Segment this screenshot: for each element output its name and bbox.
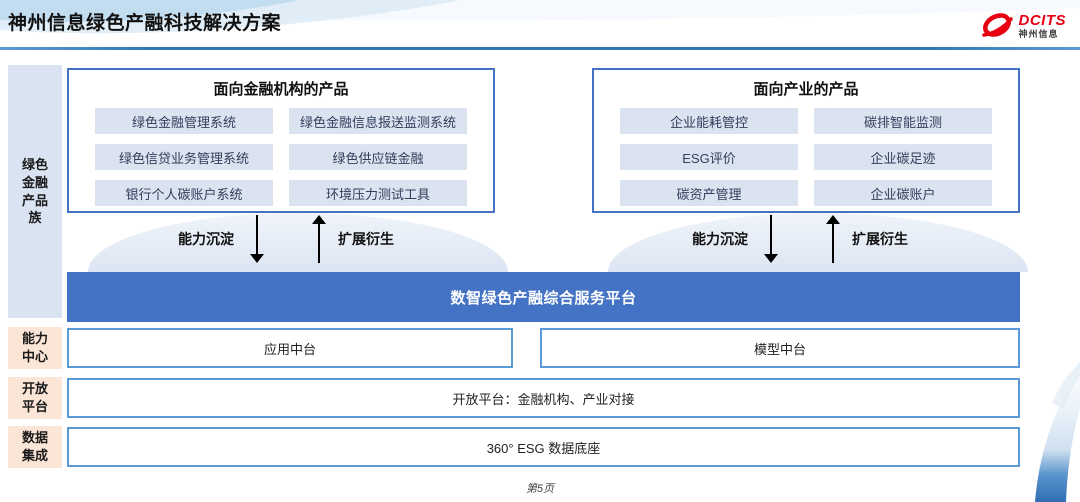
product-chip: 绿色金融信息报送监测系统 bbox=[289, 108, 467, 134]
up-arrow-icon bbox=[826, 215, 840, 263]
product-chip: 银行个人碳账户系统 bbox=[95, 180, 273, 206]
title-divider bbox=[0, 47, 1080, 50]
box-model-middle-platform: 模型中台 bbox=[540, 328, 1020, 368]
product-chip: 绿色供应链金融 bbox=[289, 144, 467, 170]
rail-label-capability-center: 能力 中心 bbox=[8, 327, 62, 369]
up-arrow-icon bbox=[312, 215, 326, 263]
arrow-down-label: 能力沉淀 bbox=[692, 231, 748, 247]
product-box-financial-grid: 绿色金融管理系统 绿色金融信息报送监测系统 绿色信贷业务管理系统 绿色供应链金融… bbox=[69, 108, 493, 206]
product-box-industry-title: 面向产业的产品 bbox=[753, 81, 859, 98]
product-chip: 碳资产管理 bbox=[620, 180, 798, 206]
down-arrow-icon bbox=[764, 215, 778, 263]
product-chip: 环境压力测试工具 bbox=[289, 180, 467, 206]
product-chip: 企业能耗管控 bbox=[620, 108, 798, 134]
dcits-logo-icon bbox=[981, 13, 1013, 37]
product-chip: 企业碳足迹 bbox=[814, 144, 992, 170]
product-box-financial-title: 面向金融机构的产品 bbox=[213, 81, 349, 98]
page-number: 第5页 bbox=[525, 483, 555, 495]
box-open-platform: 开放平台：金融机构、产业对接 bbox=[67, 378, 1020, 418]
arrow-up-label: 扩展衍生 bbox=[338, 231, 394, 247]
box-application-middle-platform: 应用中台 bbox=[67, 328, 513, 368]
product-chip: 绿色信贷业务管理系统 bbox=[95, 144, 273, 170]
page-title: 神州信息绿色产融科技解决方案 bbox=[8, 13, 282, 34]
rail-label-data-integration: 数据 集成 bbox=[8, 426, 62, 468]
box-esg-data-base: 360° ESG 数据底座 bbox=[67, 427, 1020, 467]
rail-label-product-family: 绿色 金融 产品 族 bbox=[8, 65, 62, 318]
company-logo: DCITS 神州信息 bbox=[980, 12, 1067, 40]
arrow-down-label: 能力沉淀 bbox=[178, 231, 234, 247]
product-chip: 企业碳账户 bbox=[814, 180, 992, 206]
product-box-financial: 面向金融机构的产品 绿色金融管理系统 绿色金融信息报送监测系统 绿色信贷业务管理… bbox=[67, 68, 495, 213]
arrow-group-left: 能力沉淀 扩展衍生 bbox=[178, 213, 394, 265]
logo-brand-cn: 神州信息 bbox=[1018, 29, 1059, 39]
down-arrow-icon bbox=[250, 215, 264, 263]
arrow-up-label: 扩展衍生 bbox=[852, 231, 908, 247]
logo-brand: DCITS bbox=[1018, 12, 1066, 29]
platform-bar: 数智绿色产融综合服务平台 bbox=[67, 272, 1020, 322]
arrow-group-right: 能力沉淀 扩展衍生 bbox=[692, 213, 908, 265]
product-chip: 绿色金融管理系统 bbox=[95, 108, 273, 134]
product-box-industry: 面向产业的产品 企业能耗管控 碳排智能监测 ESG评价 企业碳足迹 碳资产管理 … bbox=[592, 68, 1020, 213]
product-chip: ESG评价 bbox=[620, 144, 798, 170]
product-chip: 碳排智能监测 bbox=[814, 108, 992, 134]
product-box-industry-grid: 企业能耗管控 碳排智能监测 ESG评价 企业碳足迹 碳资产管理 企业碳账户 bbox=[594, 108, 1018, 206]
rail-label-open-platform: 开放 平台 bbox=[8, 377, 62, 419]
logo-text: DCITS 神州信息 bbox=[1019, 13, 1067, 39]
